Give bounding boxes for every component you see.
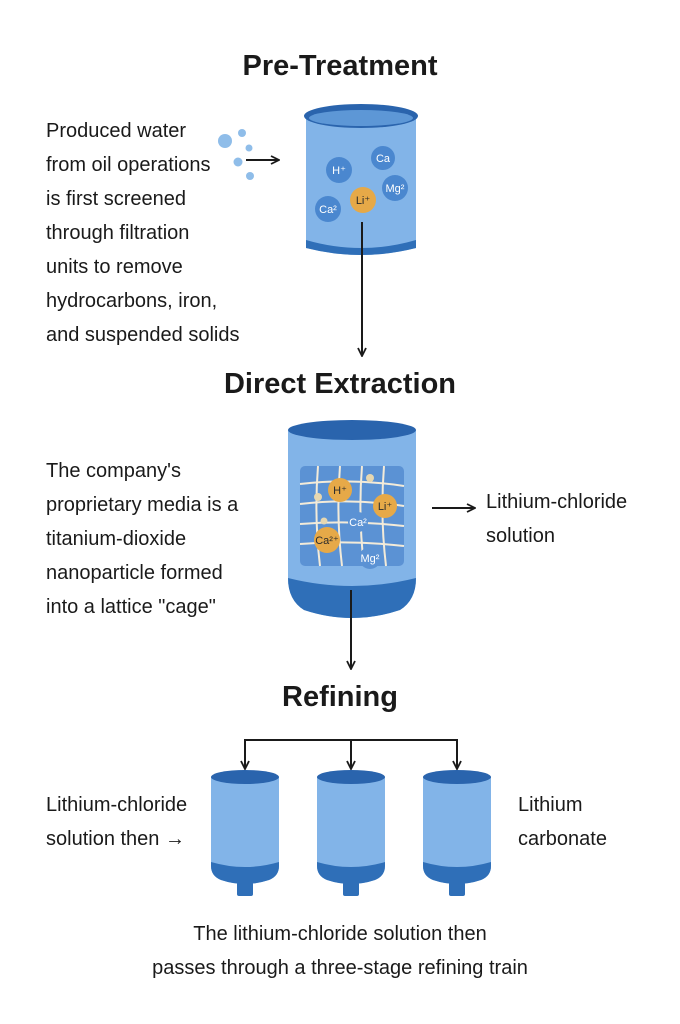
ion-bubble: Ca² bbox=[348, 512, 368, 532]
pretreatment-tank: H⁺ Ca Mg² Ca² Li⁺ bbox=[304, 104, 418, 255]
description-line: into a lattice "cage" bbox=[46, 596, 216, 618]
output-label-line: Lithium-chloride bbox=[486, 491, 628, 513]
input-label-line: solution then → bbox=[46, 828, 185, 850]
refining-output-label: Lithium carbonate bbox=[518, 788, 607, 856]
output-label-line: Lithium bbox=[518, 794, 583, 816]
output-label-line: solution bbox=[486, 525, 555, 547]
ion-label: Mg² bbox=[386, 183, 405, 195]
description-line: from oil operations bbox=[46, 154, 211, 176]
ion-bubble: Mg² bbox=[359, 547, 381, 569]
output-label-line: carbonate bbox=[518, 828, 607, 850]
ion-label: H⁺ bbox=[332, 165, 346, 177]
description-line: The company's bbox=[46, 460, 181, 482]
refining-tank bbox=[211, 770, 279, 896]
extraction-output-label: Lithium-chloride solution bbox=[486, 485, 627, 553]
description-line: Produced water bbox=[46, 120, 187, 142]
refining-tank bbox=[317, 770, 385, 896]
ion-bubble: H⁺ bbox=[328, 478, 352, 502]
ion-bubble: Li⁺ bbox=[373, 494, 397, 518]
refining-input-label: Lithium-chloride solution then → bbox=[46, 788, 187, 856]
ion-bubble: H⁺ bbox=[326, 157, 352, 183]
ion-bubble: Li⁺ bbox=[350, 187, 376, 213]
pretreatment-description: Produced water from oil operations is fi… bbox=[46, 114, 239, 352]
ion-label: Ca² bbox=[319, 204, 337, 216]
pretreatment-title: Pre-Treatment bbox=[242, 50, 438, 82]
ion-label: Ca²⁺ bbox=[315, 535, 339, 547]
water-droplets-icon bbox=[218, 129, 254, 180]
description-line: is first screened bbox=[46, 188, 187, 210]
ion-bubble: Ca bbox=[371, 146, 395, 170]
ion-bubble: Mg² bbox=[382, 175, 408, 201]
description-line: hydrocarbons, iron, bbox=[46, 290, 218, 312]
description-line: proprietary media is a bbox=[46, 494, 239, 516]
description-line: through filtration bbox=[46, 222, 190, 244]
description-line: and suspended solids bbox=[46, 324, 240, 346]
refining-tank bbox=[423, 770, 491, 896]
caption-line: passes through a three-stage refining tr… bbox=[152, 957, 528, 979]
description-line: units to remove bbox=[46, 256, 183, 278]
caption-line: The lithium-chloride solution then bbox=[193, 923, 487, 945]
refining-caption: The lithium-chloride solution then passe… bbox=[0, 917, 680, 985]
input-label-line: Lithium-chloride bbox=[46, 794, 188, 816]
extraction-description: The company's proprietary media is a tit… bbox=[46, 454, 238, 624]
ion-label: Ca bbox=[376, 153, 391, 165]
ion-label: Ca² bbox=[349, 517, 367, 529]
ion-label: Mg² bbox=[361, 553, 380, 565]
ion-label: Li⁺ bbox=[356, 195, 371, 207]
ion-bubble: Ca²⁺ bbox=[314, 527, 340, 553]
ion-label: H⁺ bbox=[333, 485, 347, 497]
ion-bubble: Ca² bbox=[315, 196, 341, 222]
refining-title: Refining bbox=[282, 681, 398, 713]
distribution-manifold bbox=[245, 739, 457, 768]
extraction-tank: H⁺ Li⁺ Ca² Ca²⁺ Mg² bbox=[288, 420, 416, 618]
ion-label: Li⁺ bbox=[378, 501, 393, 513]
description-line: nanoparticle formed bbox=[46, 562, 223, 584]
extraction-title: Direct Extraction bbox=[223, 368, 457, 400]
description-line: titanium-dioxide bbox=[46, 528, 187, 550]
